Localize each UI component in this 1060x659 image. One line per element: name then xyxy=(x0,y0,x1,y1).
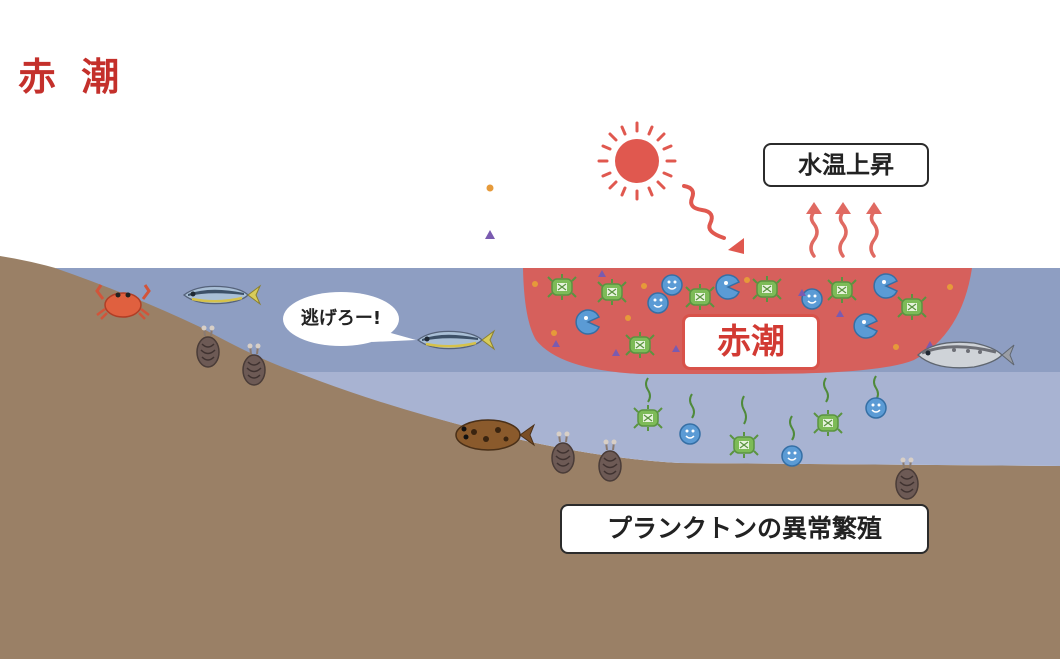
sinking-plankton xyxy=(633,375,887,467)
plankton-cluster xyxy=(532,270,953,359)
flatfish-icon xyxy=(455,419,536,451)
heat-arrow-icon xyxy=(809,210,879,258)
particle-dot xyxy=(486,184,494,192)
page-title: 赤 潮 xyxy=(18,55,126,99)
sun-ray-arrow-icon xyxy=(682,184,744,254)
water-temperature-label: 水温上昇 xyxy=(763,143,929,187)
plankton-bloom-label: プランクトンの異常繁殖 xyxy=(560,504,929,554)
crab-icon xyxy=(95,284,151,320)
sun-icon xyxy=(597,121,677,201)
particle-triangle xyxy=(485,230,495,239)
fish-icon xyxy=(917,341,1015,369)
speech-bubble: 逃げろー! xyxy=(283,292,399,346)
red-tide-label: 赤潮 xyxy=(682,314,820,370)
